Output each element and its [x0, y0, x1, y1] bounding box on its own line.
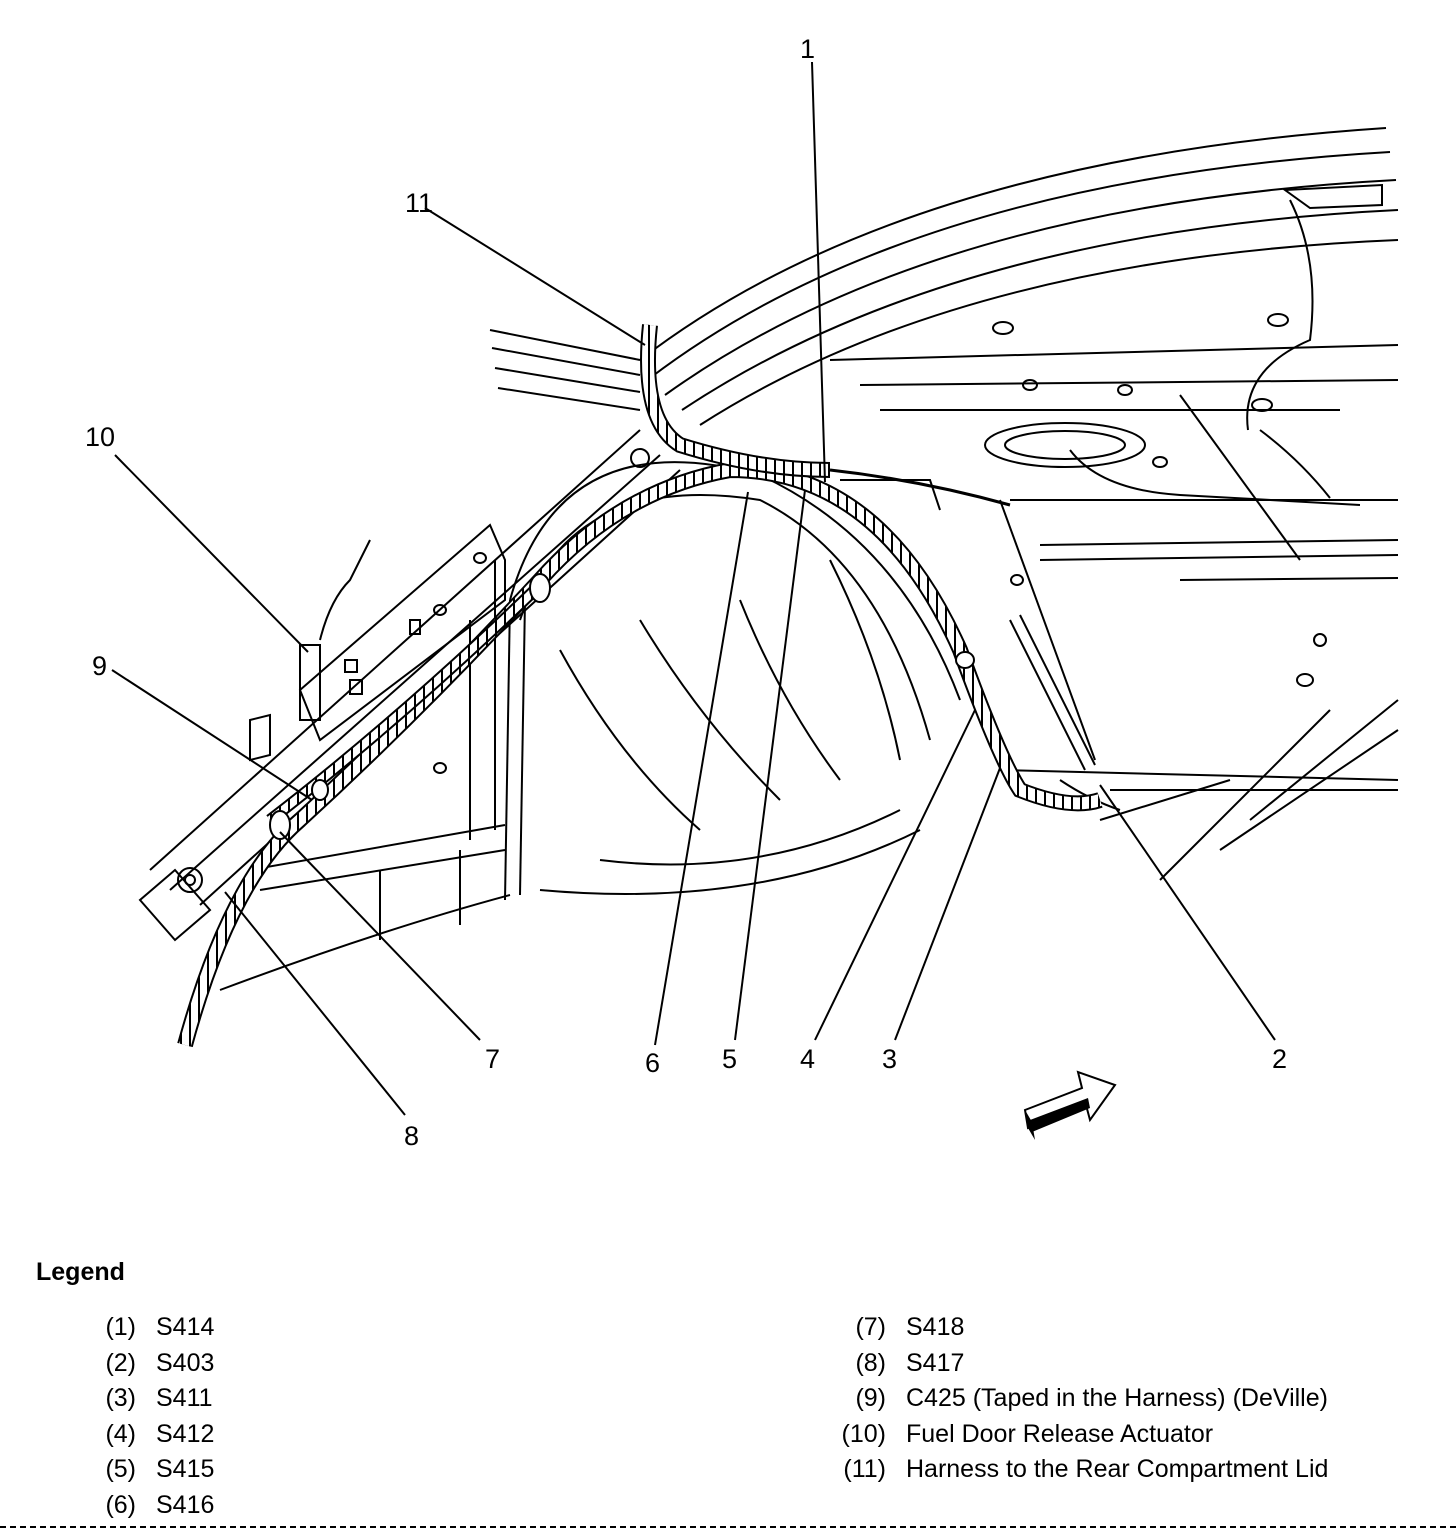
legend-text: S418: [906, 1313, 965, 1342]
wiring-harness-diagram: 1 2 3 4 5 6 7 8 9 10 11: [85, 34, 1399, 1151]
legend-item: (2) S403: [88, 1346, 214, 1382]
legend-text: S412: [156, 1419, 215, 1448]
bottom-divider: [0, 1526, 1456, 1528]
legend-text: S416: [156, 1490, 215, 1519]
legend-text: S415: [156, 1455, 215, 1484]
legend-number: (3): [105, 1384, 136, 1413]
legend-text: Fuel Door Release Actuator: [906, 1419, 1214, 1448]
legend-text: S411: [156, 1384, 213, 1413]
callout-11: 11: [405, 188, 433, 218]
legend-number: (4): [105, 1419, 136, 1448]
callout-6: 6: [645, 1048, 660, 1078]
legend-item: (6) S416: [88, 1488, 214, 1524]
legend-text: S414: [156, 1313, 215, 1342]
callout-1: 1: [800, 34, 815, 64]
legend-number: (1): [105, 1313, 136, 1342]
legend-item: (1) S414: [88, 1310, 214, 1346]
legend-number: (9): [855, 1384, 886, 1413]
harness-rail: [138, 429, 681, 942]
legend-number: (2): [105, 1348, 136, 1377]
legend-item: (7) S418: [820, 1310, 1328, 1346]
callout-9: 9: [92, 651, 107, 681]
callout-4: 4: [800, 1044, 815, 1074]
legend-number: (11): [843, 1455, 886, 1484]
forward-direction-arrow: [1023, 1070, 1117, 1140]
callout-3: 3: [882, 1044, 897, 1074]
wheelhouse: [504, 461, 961, 901]
legend-text: S403: [156, 1348, 215, 1377]
lower-body-panel: [219, 560, 511, 991]
legend-item: (8) S417: [820, 1346, 1328, 1382]
legend-title: Legend: [36, 1258, 125, 1286]
fuel-door-bracket: [249, 523, 506, 774]
legend-item: (10) Fuel Door Release Actuator: [820, 1417, 1328, 1453]
legend-item: (11) Harness to the Rear Compartment Lid: [820, 1452, 1328, 1488]
callout-7: 7: [485, 1044, 500, 1074]
legend-text: Harness to the Rear Compartment Lid: [906, 1455, 1329, 1484]
callout-8: 8: [404, 1121, 419, 1151]
callout-10: 10: [85, 422, 115, 452]
legend-item: (9) C425 (Taped in the Harness) (DeVille): [820, 1381, 1328, 1417]
legend-text: C425 (Taped in the Harness) (DeVille): [906, 1384, 1328, 1413]
callout-labels: 1 2 3 4 5 6 7 8 9 10 11: [85, 34, 1287, 1151]
callout-leaders: [111, 61, 1276, 1116]
legend-text: S417: [906, 1348, 965, 1377]
rear-shelf-panel: [829, 183, 1399, 581]
legend-item: (4) S412: [88, 1417, 214, 1453]
legend-number: (5): [105, 1455, 136, 1484]
legend-number: (10): [841, 1419, 886, 1448]
legend-number: (6): [105, 1490, 136, 1519]
legend-number: (7): [855, 1313, 886, 1342]
legend-item: (3) S411: [88, 1381, 214, 1417]
legend-number: (8): [855, 1348, 886, 1377]
legend-item: (5) S415: [88, 1452, 214, 1488]
roof-rail: [489, 127, 1399, 426]
quarter-panel: [999, 499, 1399, 881]
wiring-harness: [177, 324, 1103, 1048]
callout-5: 5: [722, 1044, 737, 1074]
legend-left-column: (1)S414 (2)S403 (3)S411 (4)S412 (5)S415 …: [88, 1310, 214, 1523]
callout-2: 2: [1272, 1044, 1287, 1074]
legend-right-column: (7) S418 (8) S417 (9) C425 (Taped in the Ha…: [820, 1310, 1329, 1488]
